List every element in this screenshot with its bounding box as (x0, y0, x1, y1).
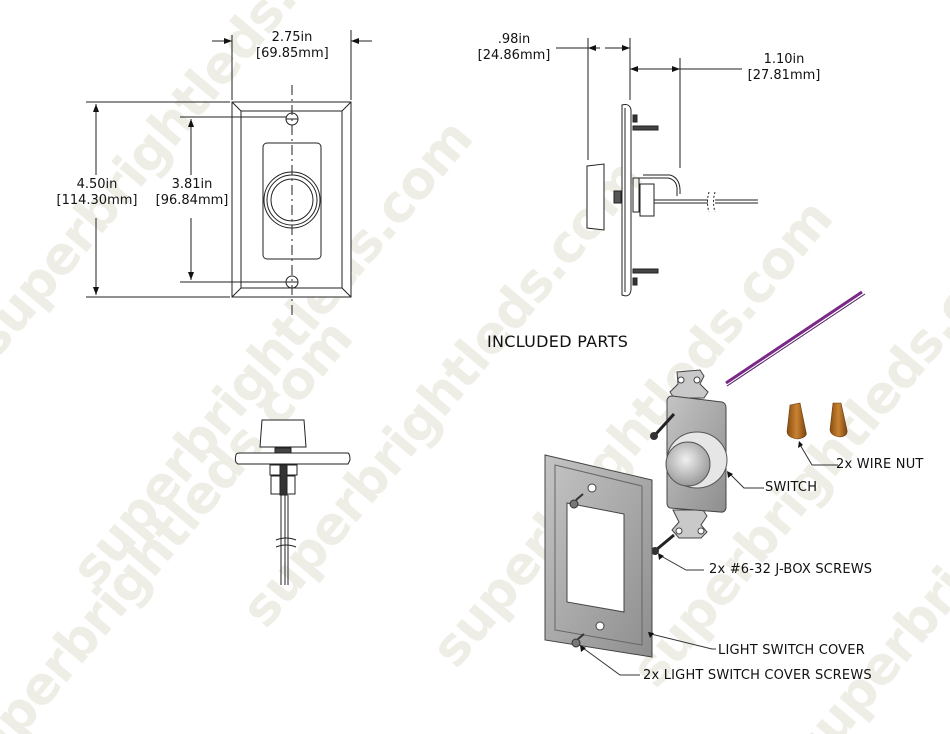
screw-spacing-dimension: 3.81in [96.84mm] (155, 177, 229, 208)
height-dimension: 4.50in [114.30mm] (56, 177, 138, 208)
included-parts-title: INCLUDED PARTS (487, 332, 629, 351)
front-depth-dimension: .98in [24.86mm] (477, 32, 551, 63)
width-dimension: 2.75in [69.85mm] (256, 30, 329, 61)
wire-nut-label: 2x WIRE NUT (836, 457, 924, 472)
cover-screws-label: 2x LIGHT SWITCH COVER SCREWS (643, 668, 872, 683)
back-depth-dimension: 1.10in [27.81mm] (747, 52, 821, 83)
light-switch-cover-label: LIGHT SWITCH COVER (718, 643, 865, 658)
switch-label: SWITCH (765, 480, 818, 495)
jbox-screws-label: 2x #6-32 J-BOX SCREWS (709, 562, 873, 577)
